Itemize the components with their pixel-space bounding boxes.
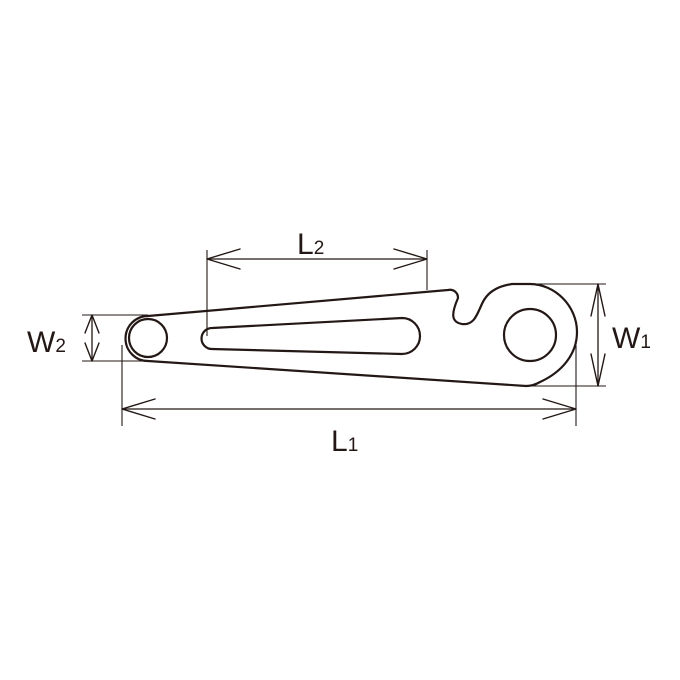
w2-arrow-bottom (84, 342, 100, 362)
w1-arrow-bottom (590, 353, 606, 387)
w1-label: W1 (612, 322, 651, 355)
l2-arrow-right (393, 248, 428, 270)
w2-arrow-top (84, 314, 100, 334)
w2-label: W2 (27, 326, 66, 359)
large-eye-hole (502, 307, 558, 363)
l1-arrow-right (542, 398, 577, 420)
l1-label: L1 (331, 425, 358, 458)
l1-arrow-left (121, 398, 156, 420)
w1-arrow-top (590, 283, 606, 317)
tapered-slot (200, 316, 422, 356)
l2-label: L2 (297, 228, 324, 261)
small-eye-hole (127, 317, 169, 359)
l2-arrow-left (206, 248, 241, 270)
